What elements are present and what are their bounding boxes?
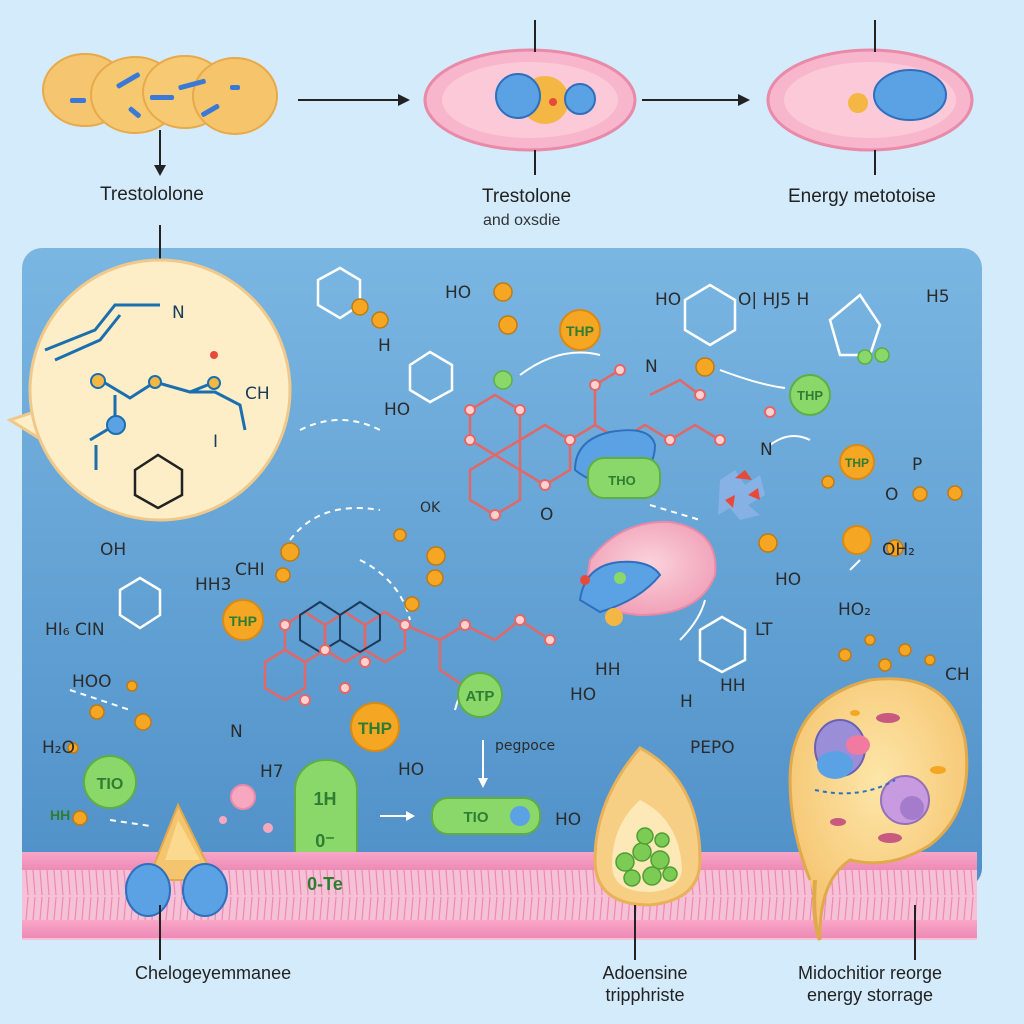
label-atp-line1: Adoensine	[602, 963, 688, 983]
yellow-cells-cluster	[42, 53, 278, 135]
step3-label: Energy metotoise	[788, 186, 936, 207]
mol-ch-right: CH	[945, 665, 970, 685]
step1-label: Trestololone	[100, 184, 204, 205]
mol-o-ho: HOO	[72, 672, 112, 692]
thp-badge-shapes	[83, 309, 875, 809]
mol-hh6-cin: HI₆ CIN	[45, 620, 105, 640]
thp-badge-2: THP	[845, 456, 869, 470]
mol-o-h-right: O| HJ5 H	[738, 290, 810, 310]
mol-n-lower: N	[230, 722, 243, 742]
mol-n-top: N	[172, 303, 185, 323]
mol-oh-right: OH₂	[882, 540, 915, 560]
atom-dots	[67, 282, 963, 826]
mol-ho-1: HO	[384, 400, 411, 420]
ok-small: OK	[420, 500, 441, 516]
capsule-text-1: 1H	[313, 789, 336, 809]
mol-o-small: O	[885, 485, 899, 505]
label-mito-line1: Midochitior reorge	[797, 963, 943, 983]
crystal-cluster	[718, 470, 765, 520]
mol-n-mid: N	[645, 357, 658, 377]
mol-i-bubble: I	[213, 432, 219, 452]
mol-o-1: O	[540, 505, 554, 525]
mol-ho2-top: HO	[445, 283, 472, 303]
label-mito-line2: energy storrage	[806, 985, 934, 1005]
enzyme-complex	[573, 429, 661, 499]
label-channel: Chelogeyemmanee	[135, 963, 292, 983]
mol-h-lower: H	[680, 692, 693, 712]
mol-chi: CHI	[235, 560, 265, 580]
thp-badge-4: THP	[358, 719, 392, 738]
thp-badge-3: THP	[229, 613, 257, 629]
mol-lt: LT	[755, 620, 773, 640]
mol-h-1: H	[378, 336, 391, 356]
step2-label: Trestolone	[482, 186, 572, 207]
mol-ho-right2: HO₂	[838, 600, 871, 620]
tio-pill-shape	[431, 797, 541, 835]
tio-pill-text: TIO	[464, 809, 489, 826]
mol-ho-lower-right: HO	[775, 570, 802, 590]
pink-cell-step2	[423, 48, 637, 152]
mol-h5-right: H5	[926, 287, 950, 307]
debris-1: pegpoce	[495, 738, 556, 754]
step2-sublabel: and oxsdie	[483, 212, 561, 229]
mol-h-ho: H₂O	[42, 738, 75, 758]
label-atp-line2: tripphriste	[605, 985, 685, 1005]
debris-3: HO	[555, 810, 582, 830]
hh-tag: HH	[50, 807, 70, 823]
channel-protein	[125, 784, 273, 917]
mol-ho-mid: HO	[570, 685, 597, 705]
thp-badge-5: THP	[797, 388, 823, 403]
mitochondrion-cell	[788, 677, 969, 941]
mol-h7: H7	[260, 762, 284, 782]
mol-oh-left: OH	[100, 540, 127, 560]
mol-ho-left: HO	[655, 290, 682, 310]
mol-n-right: N	[760, 440, 773, 460]
capsule-text-3: 0-Te	[307, 874, 343, 894]
mol-ho-o: HO	[398, 760, 425, 780]
mol-ch-bubble: CH	[245, 384, 270, 404]
atp-badge: ATP	[466, 688, 495, 705]
mol-p-o: P	[912, 455, 923, 475]
mol-hh-o: HH	[595, 660, 621, 680]
magnified-bubble	[6, 258, 292, 522]
pink-organelle-center	[578, 520, 717, 626]
mol-hh-lower: HH	[720, 676, 746, 696]
thp-badge-1: THP	[566, 323, 594, 339]
capsule-text-2: 0⁻	[315, 831, 335, 851]
pink-cell-step3	[766, 48, 974, 152]
tio-badge: TIO	[97, 776, 124, 793]
atp-vesicle	[593, 746, 702, 907]
mol-hh3: HH3	[195, 575, 232, 595]
enzyme-text: THO	[608, 473, 635, 488]
debris-2: PEPO	[690, 738, 735, 758]
